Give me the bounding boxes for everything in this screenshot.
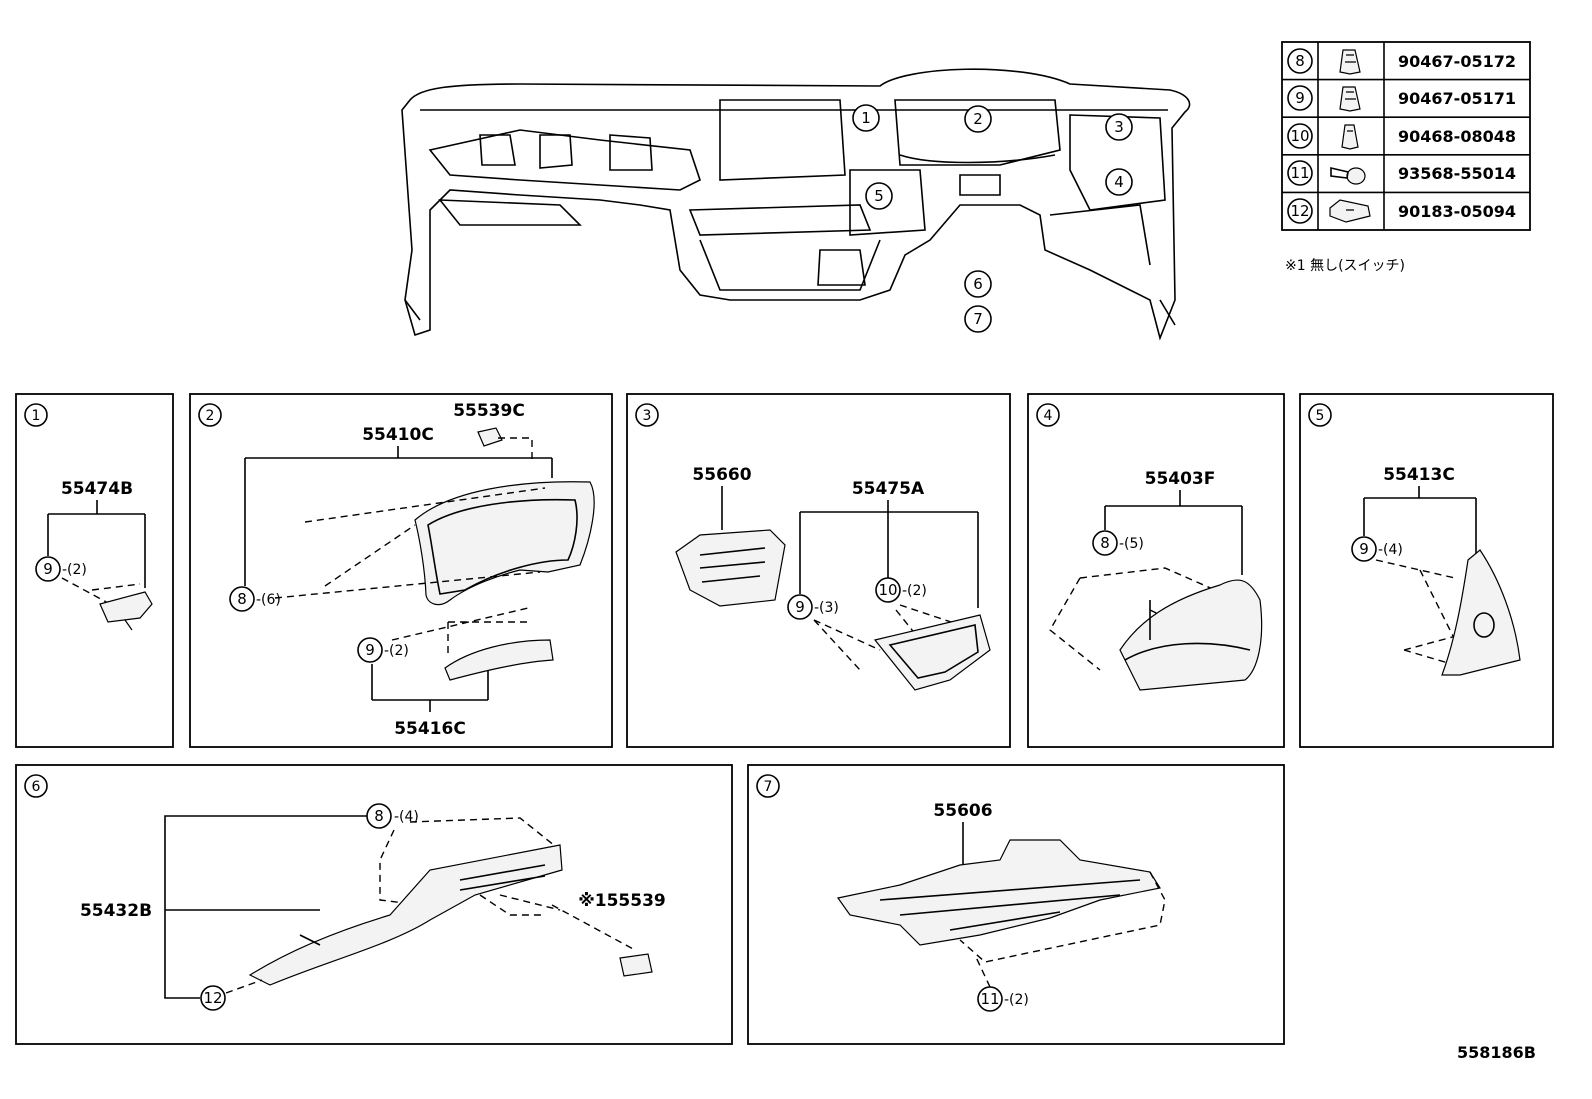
panel-2-part-c: 55416C bbox=[394, 719, 466, 739]
panel-4-clip8-qty: -(5) bbox=[1119, 536, 1144, 552]
table-row: 11 93568-55014 bbox=[1287, 160, 1516, 186]
panel-3: 3 55660 55475A 10 -(2) 9 -(3) bbox=[626, 393, 1011, 748]
table-row: 10 90468-08048 bbox=[1287, 123, 1516, 150]
svg-text:90467-05171: 90467-05171 bbox=[1398, 89, 1516, 108]
panel-5: 5 55413C 9 -(4) bbox=[1299, 393, 1554, 748]
panel-7-clip11-qty: -(2) bbox=[1004, 992, 1029, 1008]
table-row: 12 90183-05094 bbox=[1287, 198, 1516, 224]
main-callouts: 1 2 3 4 5 6 7 bbox=[852, 104, 1133, 333]
panel-5-clip9-callout: 9 bbox=[1359, 540, 1369, 558]
panel-1-clip-callout: 9 bbox=[43, 560, 53, 578]
svg-text:9: 9 bbox=[1295, 89, 1305, 107]
panel-2-lower-bezel bbox=[444, 639, 554, 681]
panel-5-clip9-qty: -(4) bbox=[1378, 542, 1403, 558]
table-row: 9 90467-05171 bbox=[1287, 85, 1516, 112]
panel-4-number: 4 bbox=[1044, 408, 1053, 424]
panel-5-part: 55413C bbox=[1383, 465, 1455, 485]
svg-text:12: 12 bbox=[1290, 202, 1309, 220]
panel-6-part-a: 55432B bbox=[80, 901, 152, 921]
panel-7-number: 7 bbox=[764, 779, 773, 795]
panel-2-clip9-callout: 9 bbox=[365, 641, 375, 659]
panel-6-switch-shape bbox=[619, 953, 653, 977]
svg-text:93568-55014: 93568-55014 bbox=[1398, 164, 1516, 183]
panel-6-lower-panel bbox=[248, 844, 563, 986]
panel-3-part-a: 55660 bbox=[692, 465, 751, 485]
panel-5-number: 5 bbox=[1316, 408, 1325, 424]
main-callout-4: 4 bbox=[1114, 173, 1124, 191]
panel-3-number: 3 bbox=[643, 408, 652, 424]
panel-7-clip11-callout: 11 bbox=[980, 990, 999, 1008]
table-row: 8 90467-05172 bbox=[1287, 48, 1516, 75]
panel-4-part: 55403F bbox=[1145, 469, 1216, 489]
panel-3-part-b: 55475A bbox=[852, 479, 925, 499]
panel-1-clip-qty: -(2) bbox=[62, 562, 87, 578]
panel-7: 7 55606 11 -(2) bbox=[747, 764, 1285, 1045]
panel-3-vent bbox=[675, 529, 786, 607]
svg-text:8: 8 bbox=[1295, 52, 1305, 70]
dashboard-assembly bbox=[401, 68, 1191, 341]
panel-5-panel-shape bbox=[1441, 549, 1521, 676]
panel-6: 6 8 -(4) 55432B ※155539 12 bbox=[15, 764, 733, 1045]
panel-3-clip9-callout: 9 bbox=[795, 598, 805, 616]
panel-6-number: 6 bbox=[32, 779, 41, 795]
panel-2-part-b: 55539C bbox=[453, 401, 525, 421]
panel-2-clip8-callout: 8 bbox=[237, 590, 247, 608]
panel-2: 2 55539C 55410C 8 -(6) 9 -(2) 55416C bbox=[189, 393, 613, 748]
panel-2-clip8-qty: -(6) bbox=[256, 592, 281, 608]
main-callout-5: 5 bbox=[874, 187, 884, 205]
main-callout-6: 6 bbox=[973, 275, 983, 293]
panel-7-reinforcement-shape bbox=[836, 839, 1161, 946]
svg-text:90183-05094: 90183-05094 bbox=[1398, 202, 1516, 221]
note-text: ※1 無し(スイッチ) bbox=[1285, 258, 1405, 274]
panel-4-panel-shape bbox=[1119, 579, 1263, 691]
svg-text:90467-05172: 90467-05172 bbox=[1398, 52, 1516, 71]
panel-2-cluster-hood bbox=[414, 481, 595, 606]
panel-1: 1 55474B 9 -(2) bbox=[15, 393, 174, 748]
main-callout-7: 7 bbox=[973, 310, 983, 328]
fastener-table: 8 90467-05172 9 90467-05171 10 90468-080… bbox=[1281, 41, 1531, 231]
nut-clip-icon bbox=[1329, 199, 1371, 223]
panel-4: 4 55403F 8 -(5) bbox=[1027, 393, 1285, 748]
panel-3-clip9-qty: -(3) bbox=[814, 600, 839, 616]
panel-2-part-a: 55410C bbox=[362, 425, 434, 445]
panel-1-part-shape bbox=[99, 591, 153, 631]
svg-text:11: 11 bbox=[1290, 164, 1309, 182]
panel-6-clip8-qty: -(4) bbox=[394, 809, 419, 825]
main-callout-1: 1 bbox=[861, 109, 871, 127]
clip-icon bbox=[1339, 86, 1361, 112]
panel-6-clip12-callout: 12 bbox=[203, 989, 222, 1007]
panel-1-part: 55474B bbox=[61, 479, 133, 499]
clip-icon bbox=[1341, 124, 1359, 150]
panel-7-part: 55606 bbox=[933, 801, 992, 821]
main-callout-2: 2 bbox=[973, 110, 983, 128]
panel-3-bezel bbox=[873, 614, 991, 691]
panel-4-clip8-callout: 8 bbox=[1100, 534, 1110, 552]
diagram-id: 558186B bbox=[1457, 1043, 1536, 1062]
screw-icon bbox=[1330, 166, 1366, 185]
panel-1-number: 1 bbox=[32, 408, 41, 424]
panel-3-clip10-qty: -(2) bbox=[902, 583, 927, 599]
panel-6-clip8-callout: 8 bbox=[374, 807, 384, 825]
panel-6-part-b: ※155539 bbox=[578, 891, 666, 911]
svg-text:90468-08048: 90468-08048 bbox=[1398, 127, 1516, 146]
clip-icon bbox=[1339, 49, 1361, 75]
main-callout-3: 3 bbox=[1114, 118, 1124, 136]
panel-2-clip9-qty: -(2) bbox=[384, 643, 409, 659]
panel-3-clip10-callout: 10 bbox=[878, 581, 897, 599]
svg-text:10: 10 bbox=[1290, 127, 1309, 145]
panel-2-number: 2 bbox=[206, 408, 215, 424]
